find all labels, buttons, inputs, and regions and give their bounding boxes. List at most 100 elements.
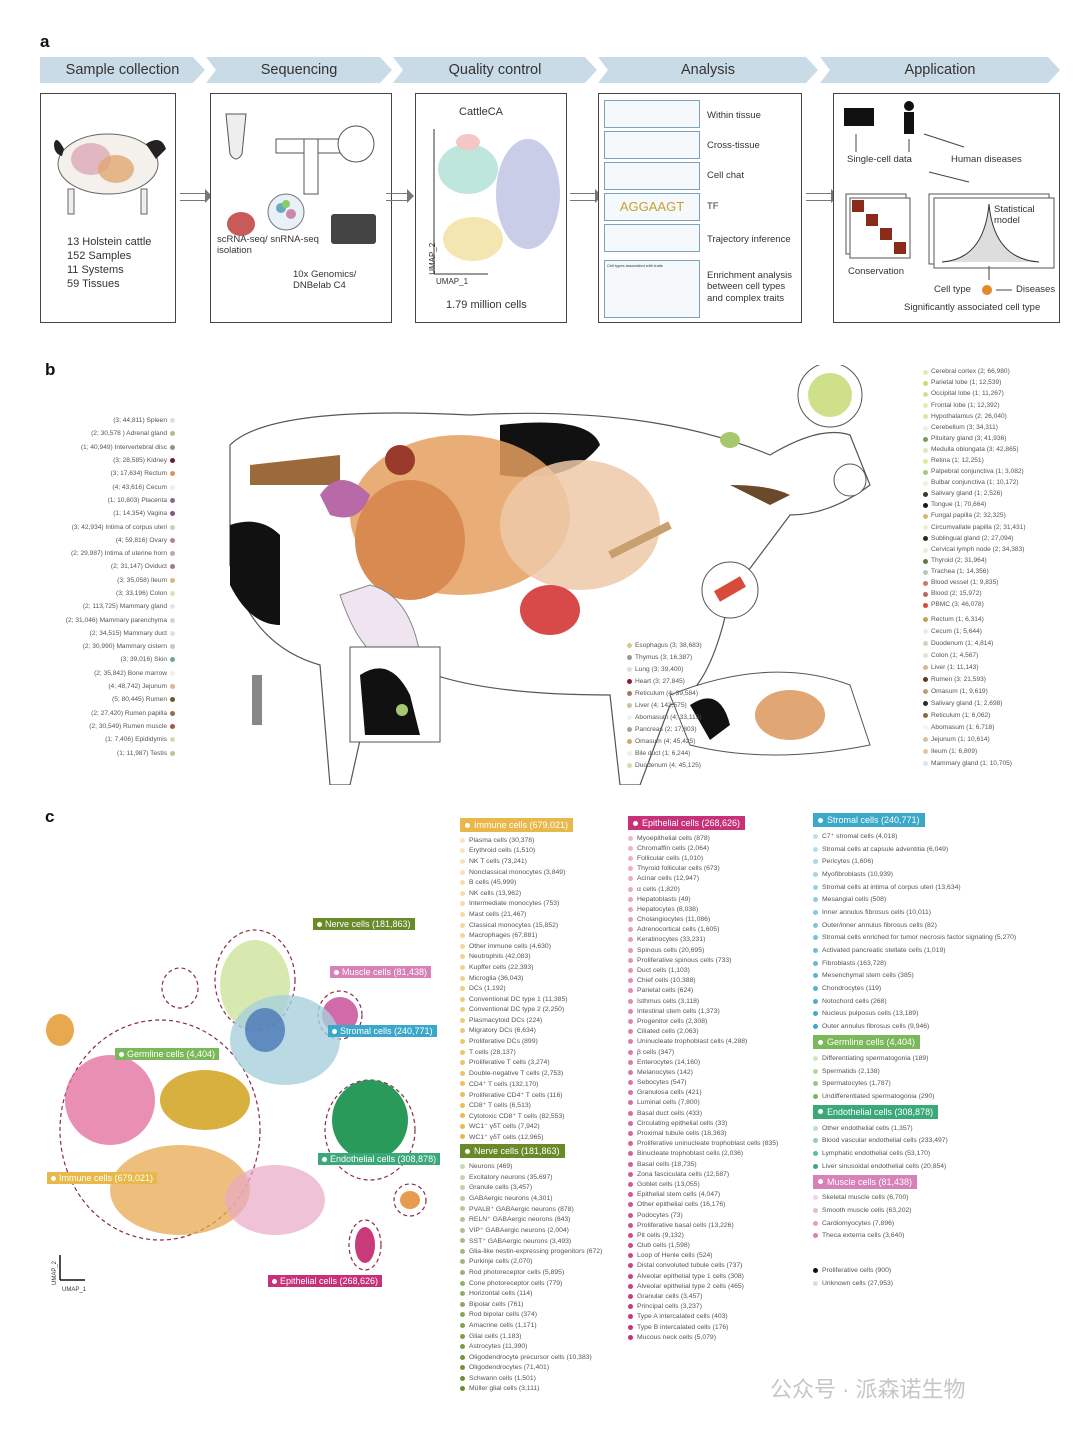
legend-item-label: Thyroid follicular cells (673) xyxy=(637,865,720,873)
legend-color-dot xyxy=(628,1049,633,1055)
legend-color-dot xyxy=(628,1131,633,1137)
legend-color-dot xyxy=(460,1280,465,1286)
legend-color-dot xyxy=(628,1222,633,1228)
legend-item: Stromal cells at capsule adventitia (6,0… xyxy=(813,843,1016,856)
tissue-label: (2; 30,578 ) Adrenal gland xyxy=(66,427,175,440)
legend-item-label: PVALB⁺ GABAergic neurons (878) xyxy=(469,1205,574,1213)
legend-header-title: Muscle cells (81,438) xyxy=(827,1176,913,1187)
legend-item-label: Principal cells (3,237) xyxy=(637,1303,702,1311)
legend-item-label: Luminal cells (7,800) xyxy=(637,1099,700,1107)
tissue-name: Bile duct (1; 6,244) xyxy=(635,749,691,757)
legend-color-dot xyxy=(460,901,465,907)
cell-type-label: Cell type xyxy=(934,284,971,295)
tissue-label: Bulbar conjunctiva (1; 10,172) xyxy=(923,478,1026,489)
legend-item-label: Proliferative DCs (899) xyxy=(469,1038,538,1046)
legend-color-dot xyxy=(628,988,633,994)
quality-control-box: CattleCA UMAP_2 UMAP_1 1.79 million cell… xyxy=(415,93,567,323)
tissue-color-dot xyxy=(923,677,928,683)
legend-item: Nucleus pulposus cells (13,189) xyxy=(813,1008,1016,1021)
legend-item-label: Type A intercalated cells (403) xyxy=(637,1313,728,1321)
tissue-label: Occipital lobe (1; 11,267) xyxy=(923,389,1026,400)
legend-item-label: Chromaffin cells (2,064) xyxy=(637,844,710,852)
legend-item: Alveolar epithelial type 1 cells (308) xyxy=(628,1271,778,1281)
legend-item: Classical monocytes (15,852) xyxy=(460,920,602,931)
legend-item: Horizontal cells (114) xyxy=(460,1288,602,1299)
legend-item: Proliferative uninucleate trophoblast ce… xyxy=(628,1139,778,1149)
tissue-label: Salivary gland (1; 2,698) xyxy=(923,698,1012,710)
legend-item: Mesenchymal stem cells (385) xyxy=(813,970,1016,983)
legend-color-dot xyxy=(628,1314,633,1320)
tissue-color-dot xyxy=(170,511,175,517)
tissue-label: Omasum (1; 9,619) xyxy=(923,686,1012,698)
legend-item-label: Follicular cells (1,010) xyxy=(637,854,704,862)
legend-item-label: Type B intercalated cells (176) xyxy=(637,1323,729,1331)
tissue-color-dot xyxy=(923,558,928,564)
tissue-name: (5; 80,445) Rumen xyxy=(112,696,167,704)
tissue-name: Duodenum (1; 4,814) xyxy=(931,640,994,648)
legend-color-dot xyxy=(460,1195,465,1201)
tissue-label: Thymus (3; 16,387) xyxy=(627,651,702,663)
legend-item: Cholangiocytes (11,086) xyxy=(628,915,778,925)
legend-item-label: Adrenocortical cells (1,605) xyxy=(637,926,720,934)
legend-item-label: Cone photoreceptor cells (779) xyxy=(469,1279,563,1287)
legend-item-label: α cells (1,820) xyxy=(637,885,680,893)
legend-item: C7⁺ stromal cells (4,018) xyxy=(813,830,1016,843)
tissue-color-dot xyxy=(170,444,175,450)
legend-item-label: Microglia (36,043) xyxy=(469,974,524,982)
legend-color-dot xyxy=(628,1039,633,1045)
legend-item-label: Chief cells (10,388) xyxy=(637,977,696,985)
legend-item-label: Double-negative T cells (2,753) xyxy=(469,1069,564,1077)
legend-item: Spermatids (2,138) xyxy=(813,1065,1016,1078)
legend-item-label: Blood vascular endothelial cells (233,49… xyxy=(822,1137,948,1145)
legend-item-label: Binucleate trophoblast cells (2,036) xyxy=(637,1150,744,1158)
legend-header-title: Endothelial cells (308,878) xyxy=(827,1106,934,1117)
tissue-label: (2; 27,420) Rumen papilla xyxy=(66,707,175,720)
legend-item: α cells (1,820) xyxy=(628,884,778,894)
tissue-name: Palpebral conjunctiva (1; 3,082) xyxy=(931,468,1024,476)
legend-item: Keratinocytes (33,231) xyxy=(628,935,778,945)
legend-item-label: Enterocytes (14,160) xyxy=(637,1058,701,1066)
legend-color-dot xyxy=(460,922,465,928)
legend-item-label: Neurons (469) xyxy=(469,1163,513,1171)
tissue-label: Esophagus (3; 38,683) xyxy=(627,639,702,651)
tissue-name: Cerebellum (3; 34,311) xyxy=(931,423,998,431)
tissue-color-dot xyxy=(923,480,928,486)
legend-color-dot xyxy=(460,1049,465,1055)
tissue-color-dot xyxy=(923,403,928,409)
legend-item: Proliferative T cells (3,274) xyxy=(460,1057,602,1068)
legend-color-dot xyxy=(628,835,633,841)
legend-item: Activated pancreatic stellate cells (1,0… xyxy=(813,944,1016,957)
legend-item-label: Hepatoblasts (49) xyxy=(637,895,691,903)
legend-item-label: Conventional DC type 2 (2,250) xyxy=(469,1006,565,1014)
legend-item-label: NK cells (13,962) xyxy=(469,889,522,897)
legend-item-label: SST⁺ GABAergic neurons (3,493) xyxy=(469,1237,572,1245)
legend-item: Blood vascular endothelial cells (233,49… xyxy=(813,1134,1016,1147)
legend-item-label: Notochord cells (268) xyxy=(822,997,887,1005)
tissue-name: Trachea (1; 14,356) xyxy=(931,567,989,575)
tissue-name: Colon (1; 4,567) xyxy=(931,652,979,660)
legend-item-label: Spinous cells (20,695) xyxy=(637,946,705,954)
tissue-color-dot xyxy=(170,604,175,610)
legend-color-dot xyxy=(628,1263,633,1269)
tissue-label: Abomasum (1; 6,718) xyxy=(923,721,1012,733)
legend-color-dot xyxy=(460,1269,465,1275)
tissue-color-dot xyxy=(923,447,928,453)
legend-item-label: Proliferative CD4⁺ T cells (116) xyxy=(469,1091,563,1099)
tissue-name: Circumvallate papilla (2; 31,431) xyxy=(931,523,1026,531)
legend-header-dot xyxy=(818,1109,823,1115)
legend-item-label: Myoepithelial cells (878) xyxy=(637,834,710,842)
legend-color-dot xyxy=(628,957,633,963)
enrichment-plot: Cell types associated with traits xyxy=(604,260,700,318)
legend-item-label: Cytotoxic CD8⁺ T cells (82,553) xyxy=(469,1112,565,1120)
legend-header-dot xyxy=(818,1039,823,1045)
cell-chat-icon xyxy=(604,162,700,190)
legend-item-label: Podocytes (73) xyxy=(637,1211,683,1219)
flow-arrow xyxy=(806,189,838,203)
cluster-label-endothelial: Endothelial cells (308,878) xyxy=(318,1153,441,1165)
tissue-name: Liver (4; 142,575) xyxy=(635,701,687,709)
legend-item-label: Granular cells (3,457) xyxy=(637,1293,703,1301)
legend-item-label: Alveolar epithelial type 1 cells (308) xyxy=(637,1272,744,1280)
legend-item-label: Differentiating spermatogonia (189) xyxy=(822,1054,929,1062)
legend-color-dot xyxy=(460,1174,465,1180)
legend-color-dot xyxy=(460,911,465,917)
